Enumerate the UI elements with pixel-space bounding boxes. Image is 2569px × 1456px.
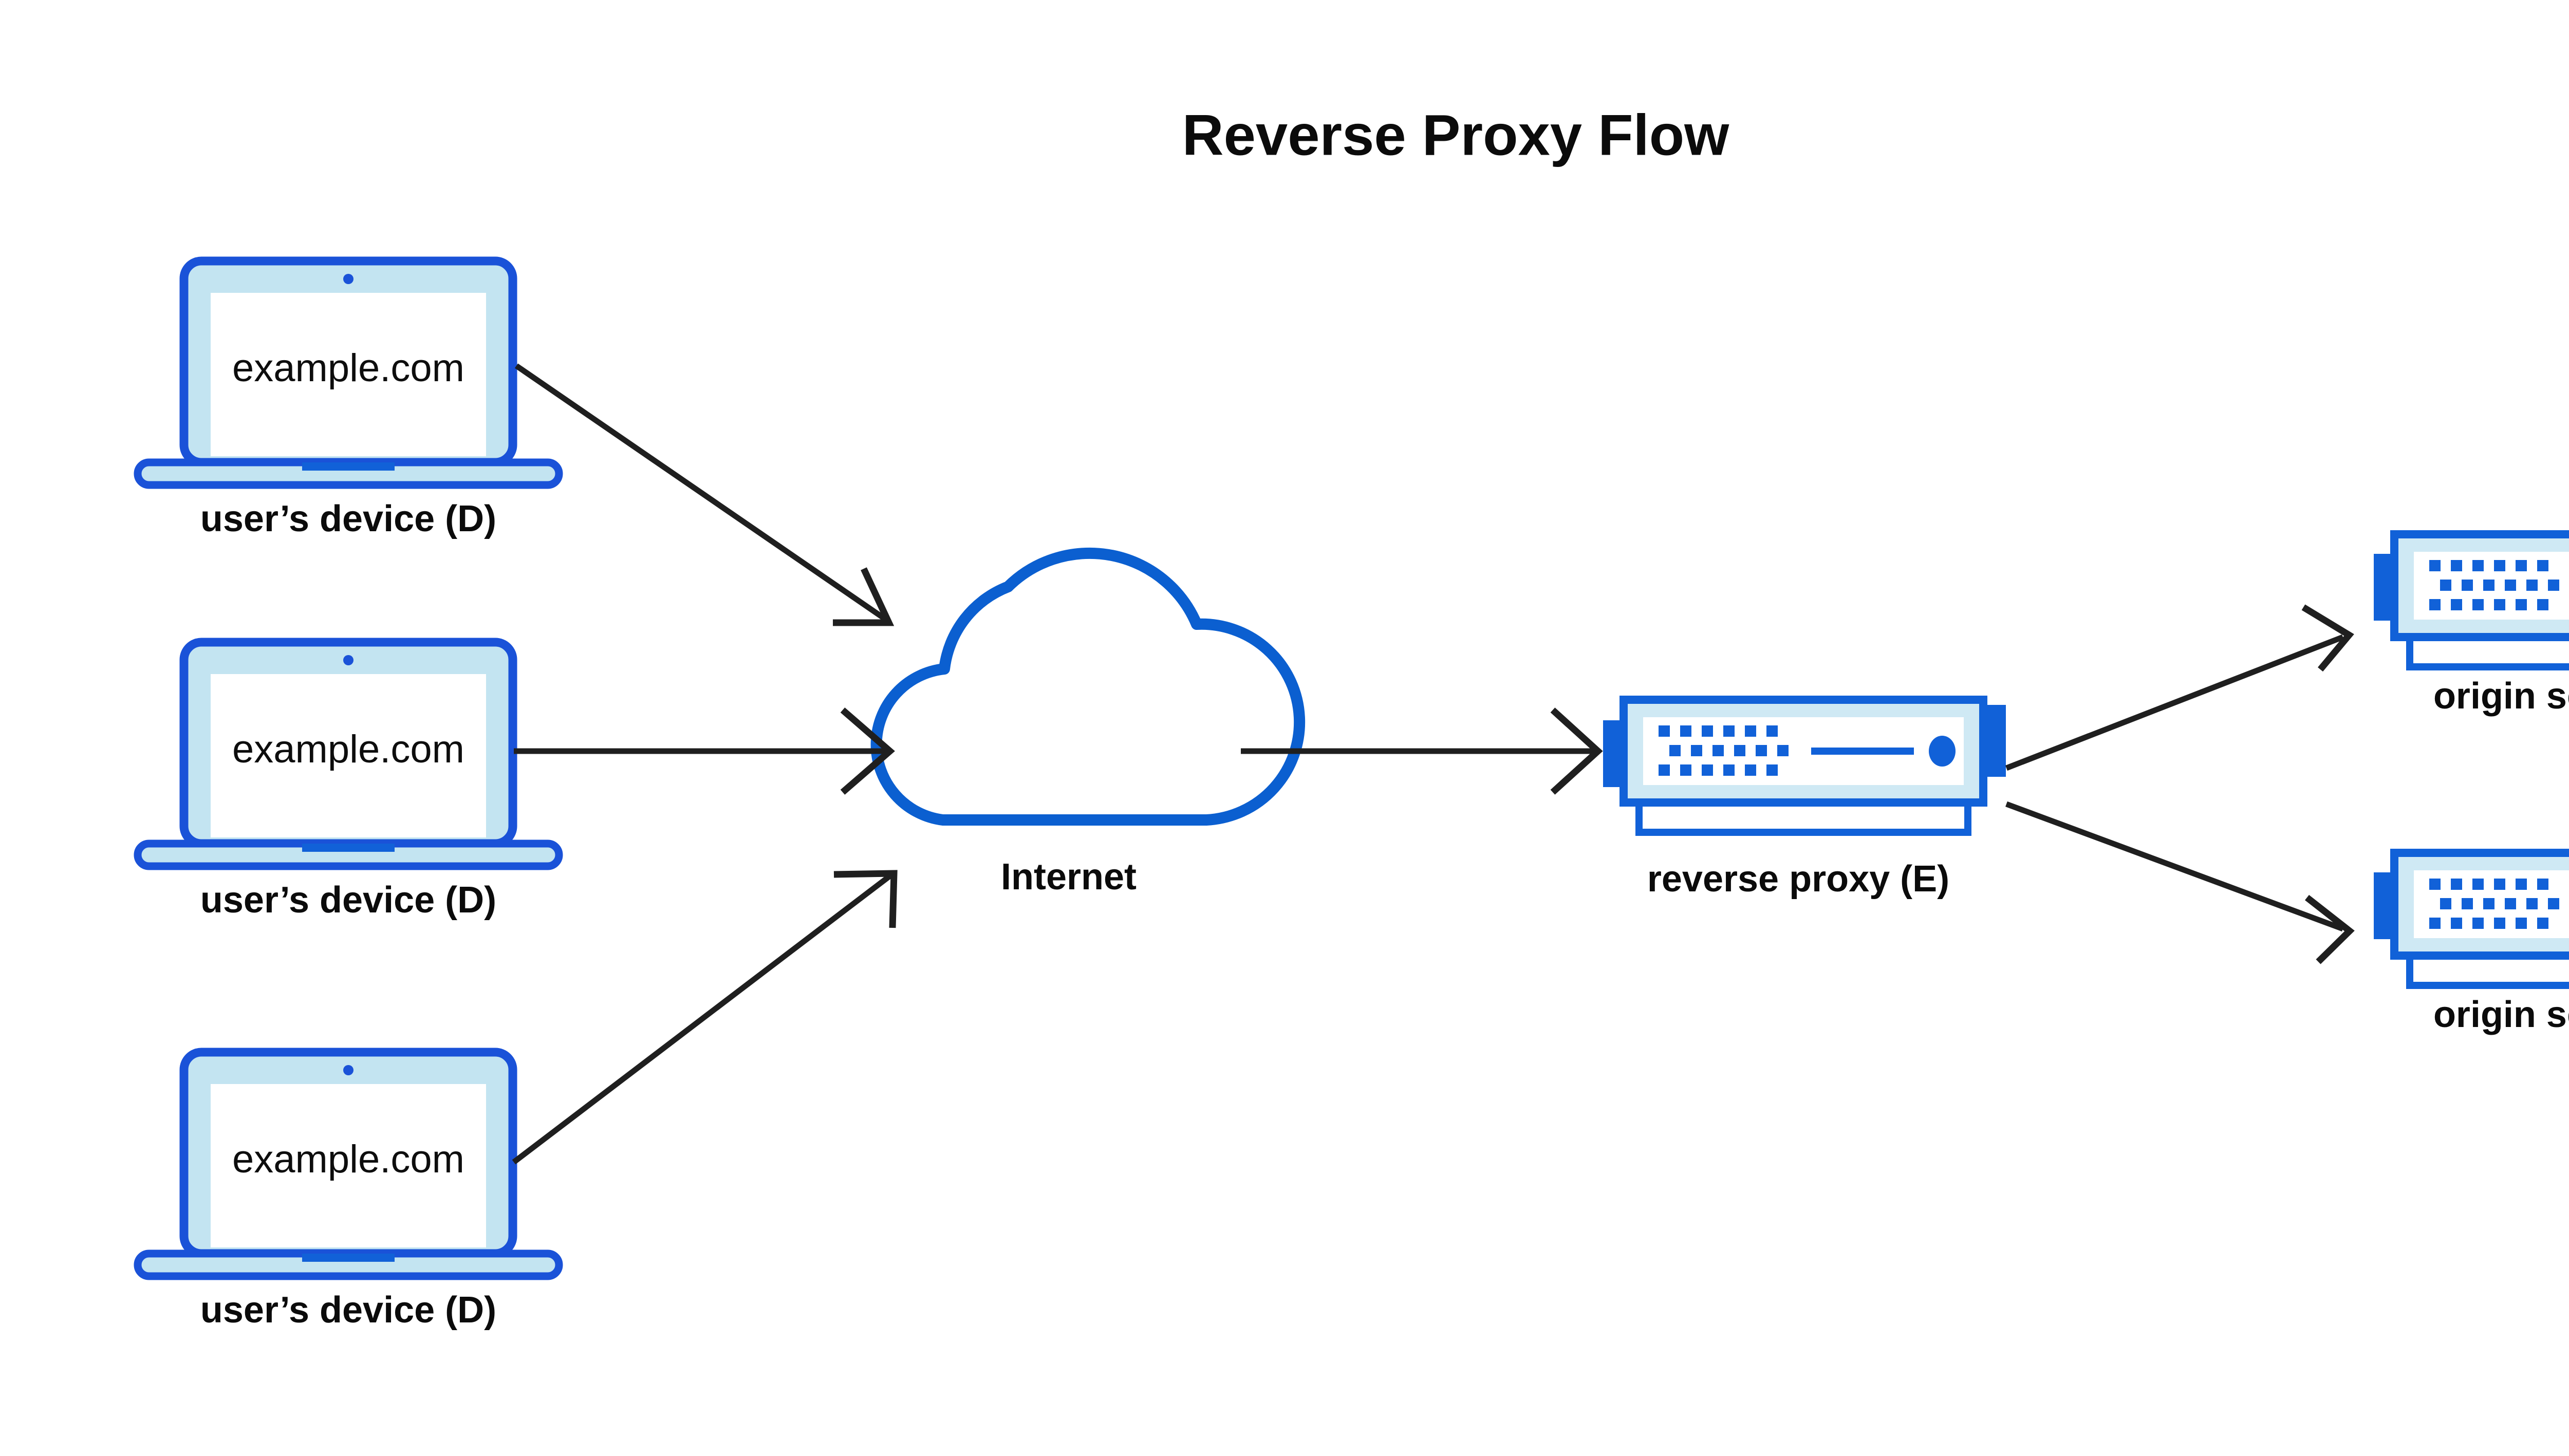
- camera-dot-icon: [343, 655, 353, 665]
- server-icon: [2374, 530, 2569, 670]
- server-port-grid-icon: [2429, 560, 2559, 610]
- laptop-base-fill: [138, 844, 559, 866]
- laptop-screen: [211, 674, 486, 837]
- origin-server-label-bottom: origin server (F): [2433, 994, 2569, 1035]
- page-title: Reverse Proxy Flow: [1182, 103, 1729, 167]
- laptop-screen-text: example.com: [232, 727, 464, 771]
- server-body-outline: [2390, 849, 2569, 960]
- origin-server-label-top: origin server (F): [2433, 676, 2569, 717]
- laptop-screen-text: example.com: [232, 1137, 464, 1181]
- server-indicator-icon: [1929, 736, 1956, 767]
- device-label-bottom: user’s device (D): [200, 1290, 496, 1331]
- laptop-base-outline: [134, 839, 563, 870]
- laptop-base-outline: [134, 1249, 563, 1280]
- flow-arrow-internet-to-reverse-proxy: [1241, 707, 1603, 795]
- reverse-proxy-node[interactable]: reverse proxy (E): [1603, 696, 2006, 900]
- laptop-trackpad-notch: [302, 462, 395, 471]
- laptop-screen: [211, 293, 486, 456]
- server-body-outline: [1619, 696, 1987, 807]
- camera-dot-icon: [343, 1065, 353, 1075]
- server-icon: [1603, 696, 2006, 836]
- flow-arrow-device-bottom-to-internet: [512, 870, 898, 1165]
- device-node-middle[interactable]: example.com user’s device (D): [134, 638, 563, 921]
- flow-arrow-device-middle-to-internet: [514, 707, 895, 795]
- internet-node[interactable]: Internet: [870, 547, 1306, 898]
- device-label-top: user’s device (D): [200, 498, 496, 539]
- server-body-outline: [2390, 530, 2569, 641]
- laptop-icon: example.com: [134, 1048, 563, 1280]
- device-label-middle: user’s device (D): [200, 880, 496, 921]
- laptop-icon: example.com: [134, 256, 563, 489]
- laptop-icon: example.com: [134, 638, 563, 870]
- laptop-base-fill: [138, 1254, 559, 1276]
- laptop-base-outline: [134, 458, 563, 489]
- reverse-proxy-label: reverse proxy (E): [1647, 858, 1949, 900]
- internet-label: Internet: [1001, 856, 1137, 898]
- origin-server-node-top[interactable]: origin server (F): [2374, 530, 2569, 717]
- flow-arrow-proxy-to-origin-bottom: [2005, 801, 2355, 964]
- server-port-grid-icon: [2429, 879, 2559, 929]
- flow-arrow-device-top-to-internet: [514, 363, 895, 626]
- laptop-trackpad-notch: [302, 844, 395, 852]
- camera-dot-icon: [343, 274, 353, 284]
- origin-server-node-bottom[interactable]: origin server (F): [2374, 849, 2569, 1035]
- device-node-top[interactable]: example.com user’s device (D): [134, 256, 563, 539]
- cloud-icon: [870, 547, 1306, 826]
- laptop-base-fill: [138, 462, 559, 485]
- flow-arrow-proxy-to-origin-top: [2005, 604, 2354, 771]
- laptop-screen-text: example.com: [232, 346, 464, 390]
- laptop-screen: [211, 1084, 486, 1247]
- device-node-bottom[interactable]: example.com user’s device (D): [134, 1048, 563, 1331]
- server-icon: [2374, 849, 2569, 989]
- laptop-trackpad-notch: [302, 1254, 395, 1262]
- server-port-grid-icon: [1659, 725, 1789, 776]
